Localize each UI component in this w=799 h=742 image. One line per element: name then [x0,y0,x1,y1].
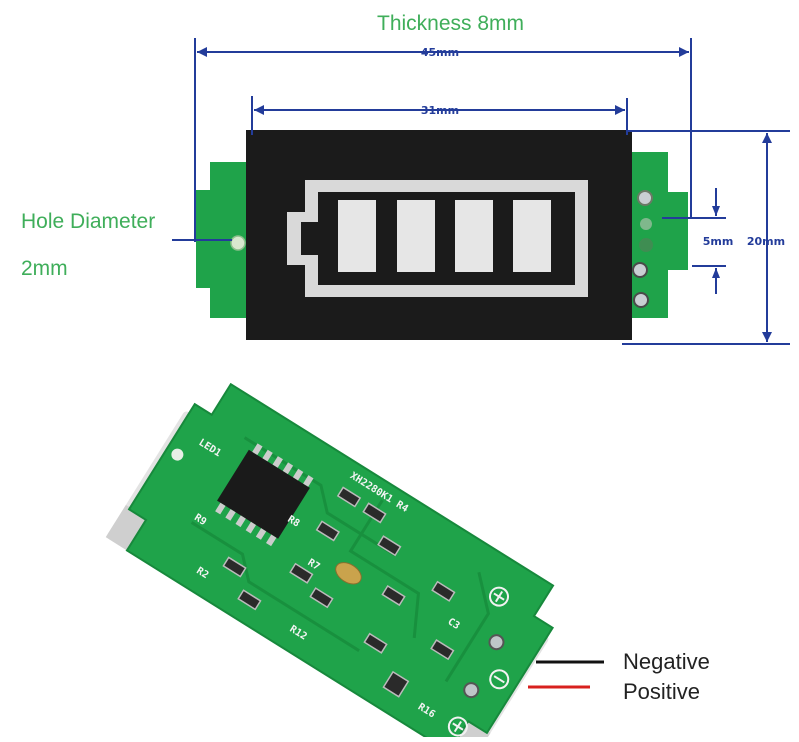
pad-gap-label: 5mm [703,235,734,248]
pcb-back [125,382,555,742]
segment-4 [513,200,551,272]
positive-pad [463,682,480,699]
module-back-view: XH2280K1 R4 LED1 R9 R8 R7 R2 R12 R16 C3 [105,382,555,742]
terminal-markings [447,586,510,737]
thickness-label: Thickness 8mm [377,12,525,35]
battery-outline [287,180,588,297]
silk-r2: R2 [194,565,210,581]
hole-diameter-value: 2mm [21,257,68,280]
width-inner-label: 31mm [421,104,459,117]
dimension-lines [172,38,790,345]
capacitor [335,562,362,585]
solder-pads [632,190,653,308]
segment-3 [455,200,493,272]
hole-diameter-label: Hole Diameter [21,210,156,233]
silk-r8: R8 [285,514,301,530]
width-outer-label: 45mm [421,46,459,59]
positive-label: Positive [623,679,701,704]
segment-2 [397,200,435,272]
smd-components [222,486,456,698]
mounting-hole [230,235,246,251]
module-front-view [196,130,688,340]
silk-c3: C3 [445,616,461,632]
back-mounting-hole [171,448,184,461]
silk-r7: R7 [306,557,322,573]
negative-pad [488,634,505,651]
negative-label: Negative [623,649,710,674]
silk-r9: R9 [192,512,208,528]
height-label: 20mm [747,235,785,248]
battery-level-segments [338,200,551,272]
display-body [246,130,632,340]
ic-chip [215,443,314,547]
segment-1 [338,200,376,272]
